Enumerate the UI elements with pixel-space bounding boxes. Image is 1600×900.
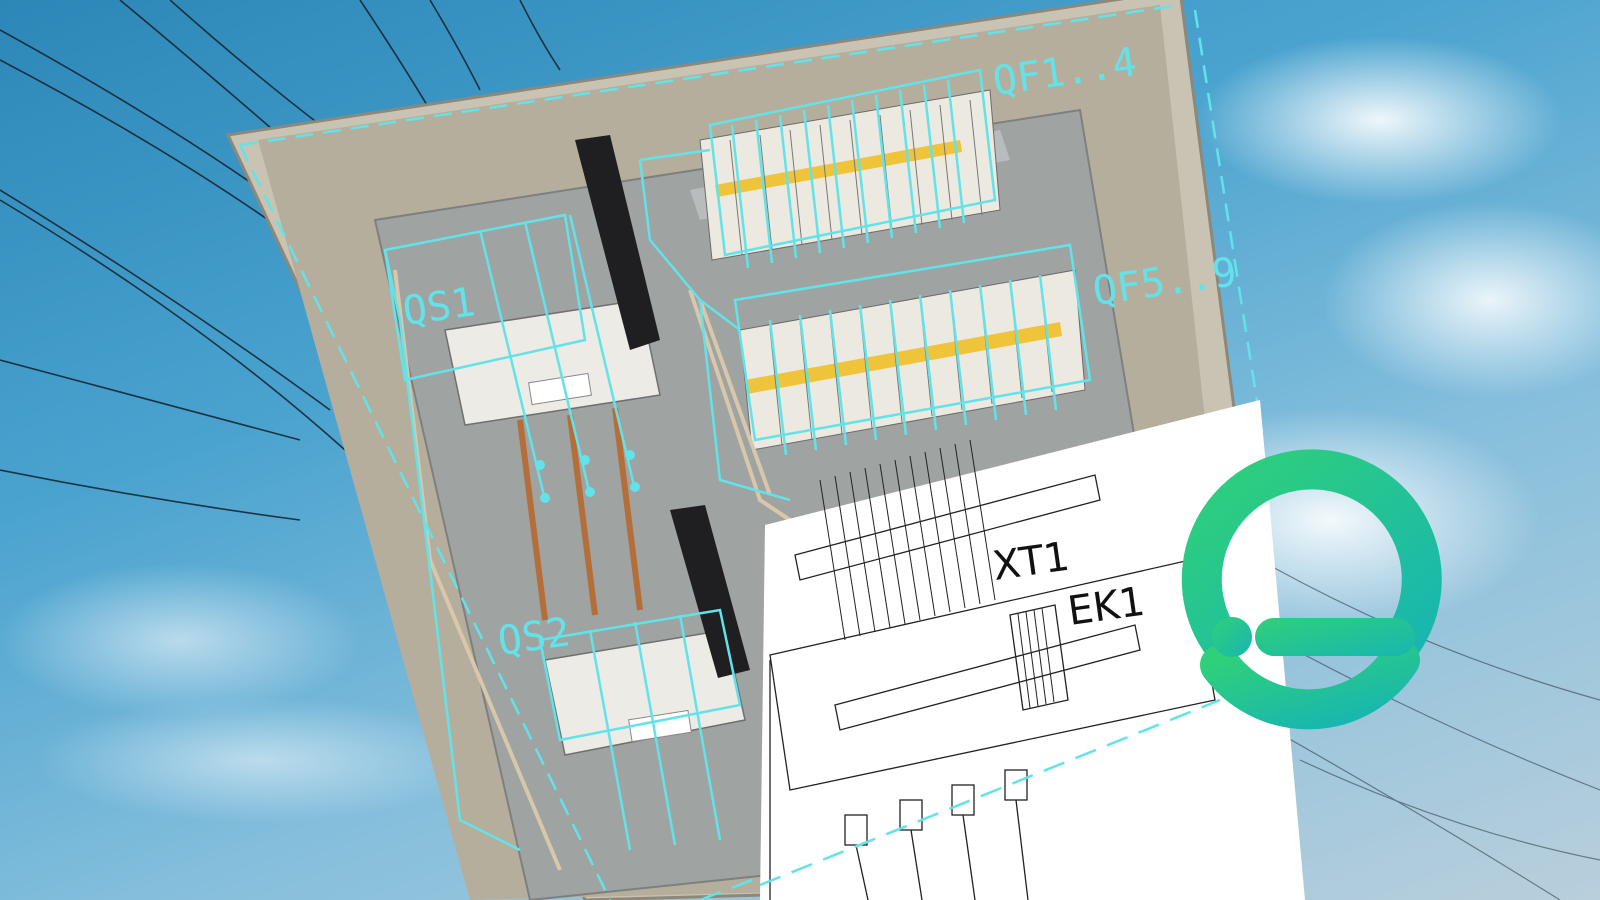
drawing-rail-bottom xyxy=(834,624,1141,731)
copper-busbars xyxy=(517,407,643,621)
qs2-outline xyxy=(538,608,742,742)
switch-qs1 xyxy=(444,135,661,426)
drawing-cable-glands xyxy=(844,769,1029,900)
qs1-outline xyxy=(383,213,587,382)
qf5-9-outline xyxy=(733,243,1092,442)
label-qs2: QS2 xyxy=(495,609,573,665)
drawing-rail-top xyxy=(794,474,1101,581)
drawing-enclosure xyxy=(769,559,1216,791)
label-qs1: QS1 xyxy=(400,279,478,335)
din-rail-qf5-9 xyxy=(739,269,1086,451)
qf1-4-outline xyxy=(708,68,997,257)
junction-dots xyxy=(535,450,640,503)
drawing-sheet xyxy=(760,400,1305,900)
din-rail-qf1-4 xyxy=(690,89,1010,261)
drawing-heater xyxy=(1009,604,1069,711)
label-ek1: EK1 xyxy=(1065,579,1148,635)
label-xt1: XT1 xyxy=(990,534,1072,590)
overlay-dashed-top xyxy=(239,3,1181,147)
drawing-dashed-line xyxy=(759,698,1221,887)
overlay-dashed-right xyxy=(1193,9,1262,421)
